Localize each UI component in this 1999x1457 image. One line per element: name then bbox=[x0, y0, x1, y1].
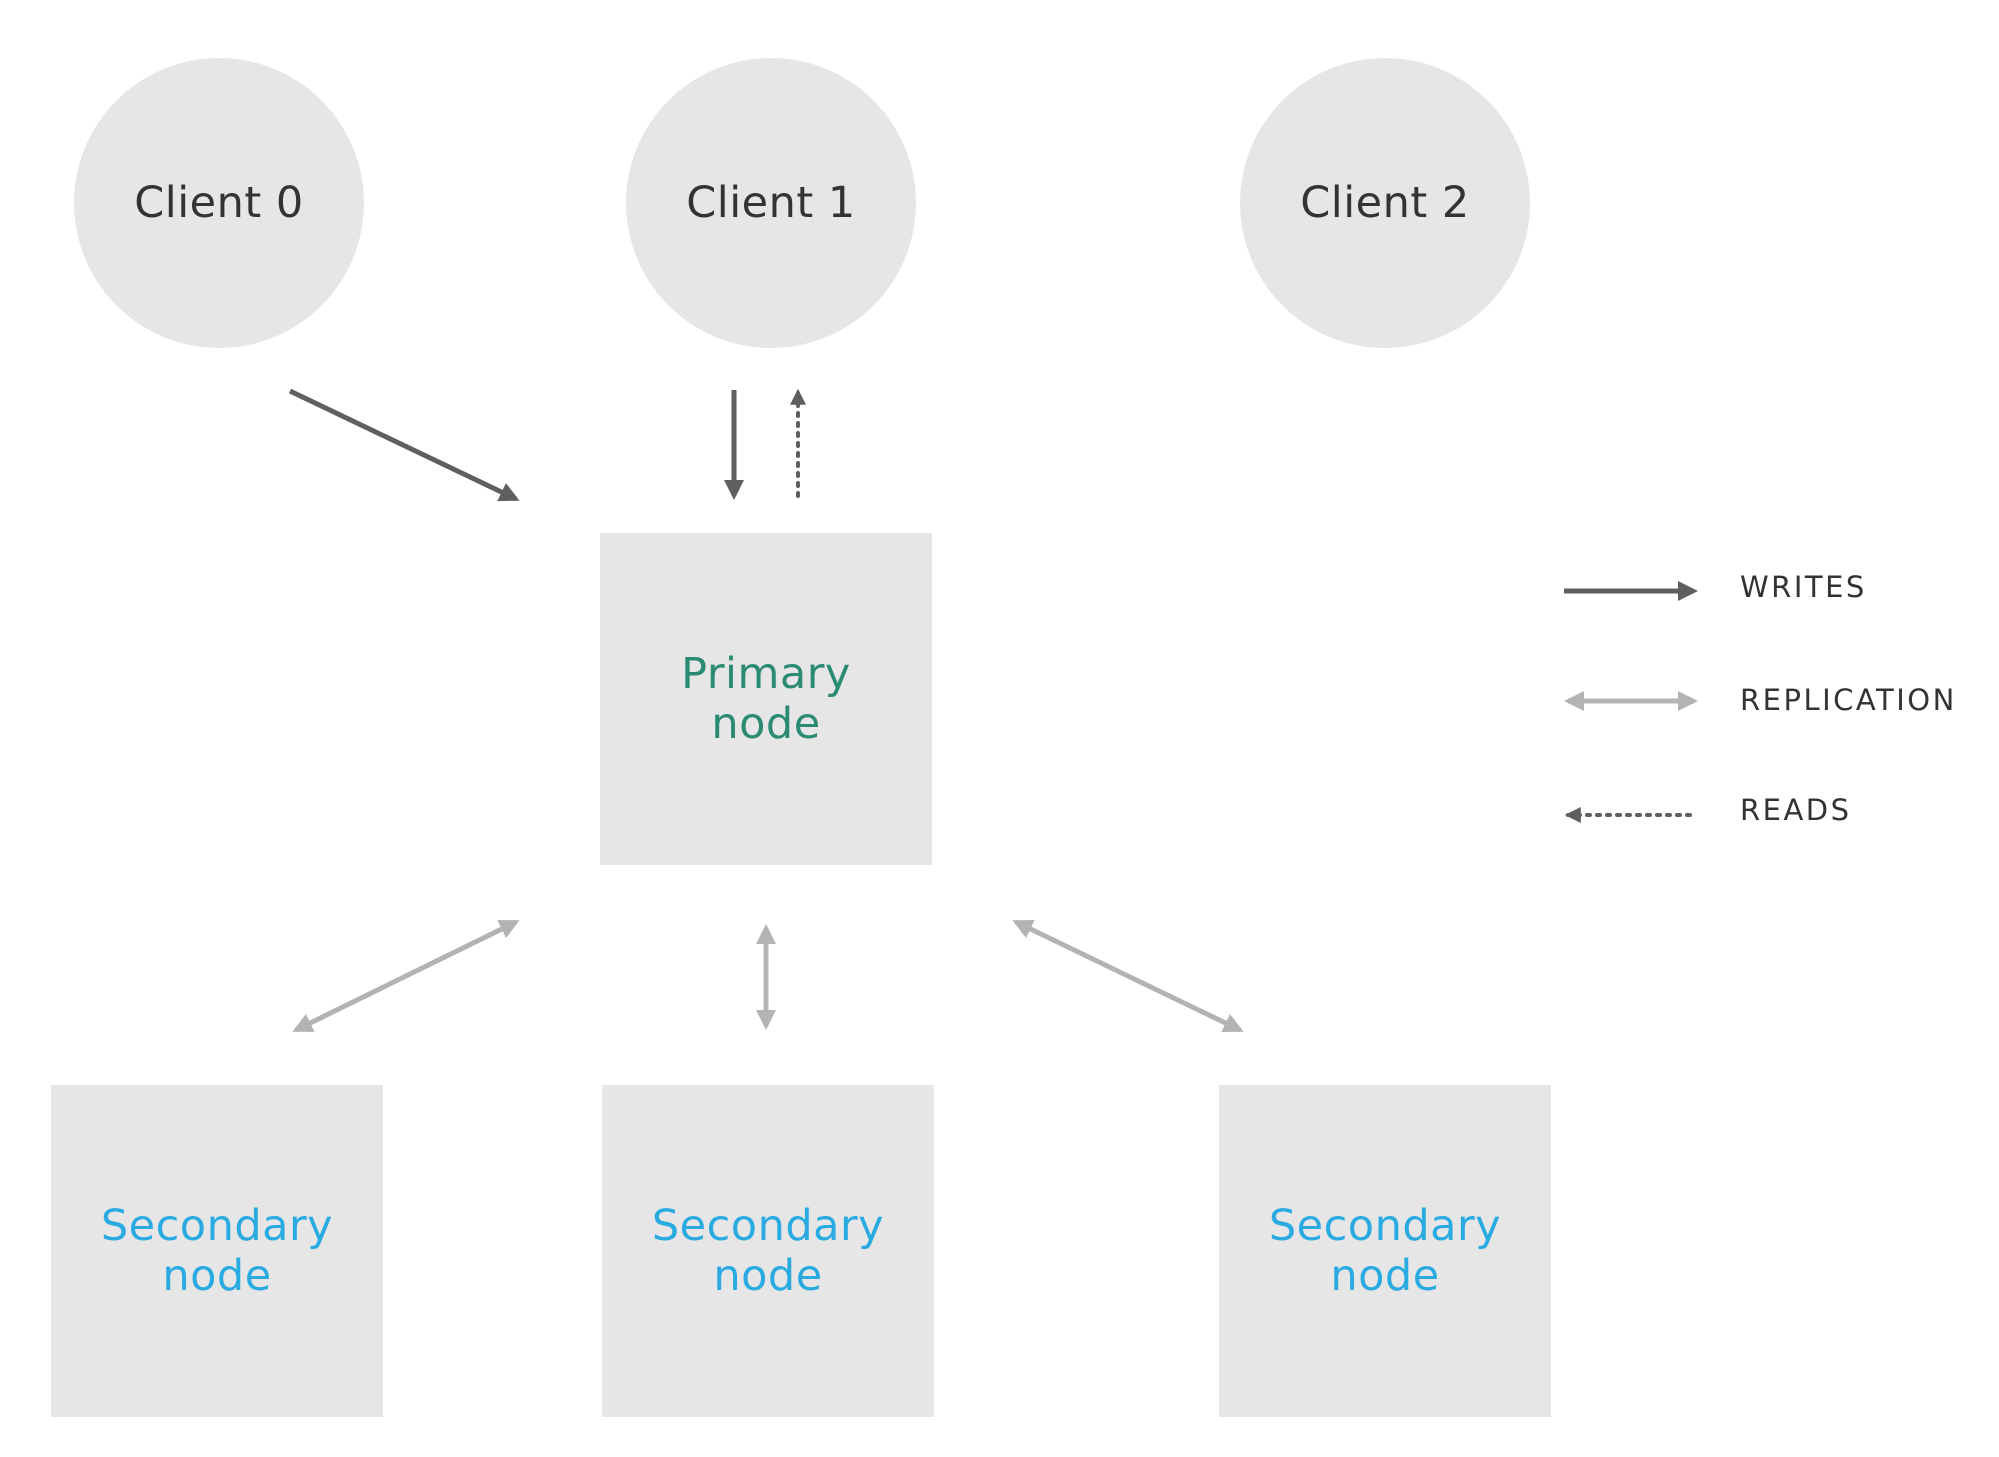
replication-arrow-secondary-2 bbox=[1012, 919, 1244, 1033]
client-2-label: Client 2 bbox=[1300, 178, 1470, 228]
legend-replication-label: REPLICATION bbox=[1740, 683, 1957, 717]
secondary-node-0-label: Secondary node bbox=[100, 1201, 334, 1301]
client-0-circle: Client 0 bbox=[74, 58, 364, 348]
primary-node-label: Primary node bbox=[681, 649, 851, 749]
legend-reads-label: READS bbox=[1740, 793, 1852, 827]
replication-arrow-secondary-0 bbox=[292, 919, 520, 1033]
client-1-label: Client 1 bbox=[686, 178, 856, 228]
client-0-label: Client 0 bbox=[134, 178, 304, 228]
primary-node: Primary node bbox=[600, 533, 932, 865]
legend-writes-label: WRITES bbox=[1740, 570, 1867, 604]
secondary-node-2: Secondary node bbox=[1219, 1085, 1551, 1417]
client-2-circle: Client 2 bbox=[1240, 58, 1530, 348]
secondary-node-2-label: Secondary node bbox=[1268, 1201, 1502, 1301]
secondary-node-0: Secondary node bbox=[51, 1085, 383, 1417]
client-1-circle: Client 1 bbox=[626, 58, 916, 348]
write-arrow-client-0 bbox=[288, 388, 520, 502]
secondary-node-1-label: Secondary node bbox=[651, 1201, 885, 1301]
secondary-node-1: Secondary node bbox=[602, 1085, 934, 1417]
